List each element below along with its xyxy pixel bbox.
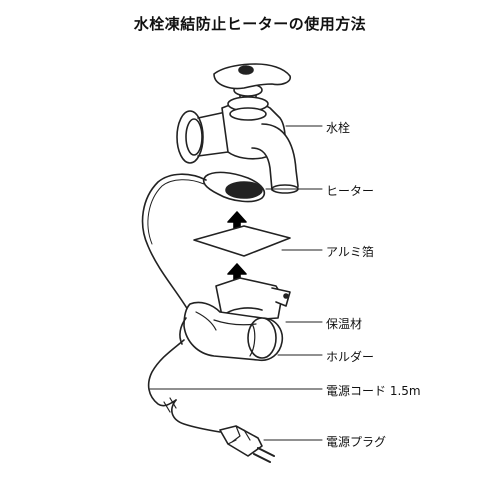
aluminum-foil-icon (193, 225, 291, 257)
power-plug-icon (219, 425, 275, 463)
heater-pad-icon (141, 171, 266, 311)
label-heater: ヒーター (326, 184, 375, 198)
power-cord-icon (147, 339, 221, 433)
page-title: 水栓凍結防止ヒーターの使用方法 (133, 15, 367, 33)
faucet-icon (176, 63, 299, 194)
holder-icon (179, 301, 284, 362)
insulation-icon (215, 277, 291, 321)
label-holder: ホルダー (326, 350, 375, 364)
label-foil: アルミ箔 (326, 245, 374, 259)
label-cord: 電源コード 1.5m (326, 384, 421, 398)
leader-lines (149, 125, 323, 441)
label-insulation: 保温材 (326, 317, 363, 331)
label-faucet: 水栓 (326, 121, 351, 135)
label-plug: 電源プラグ (326, 435, 387, 449)
